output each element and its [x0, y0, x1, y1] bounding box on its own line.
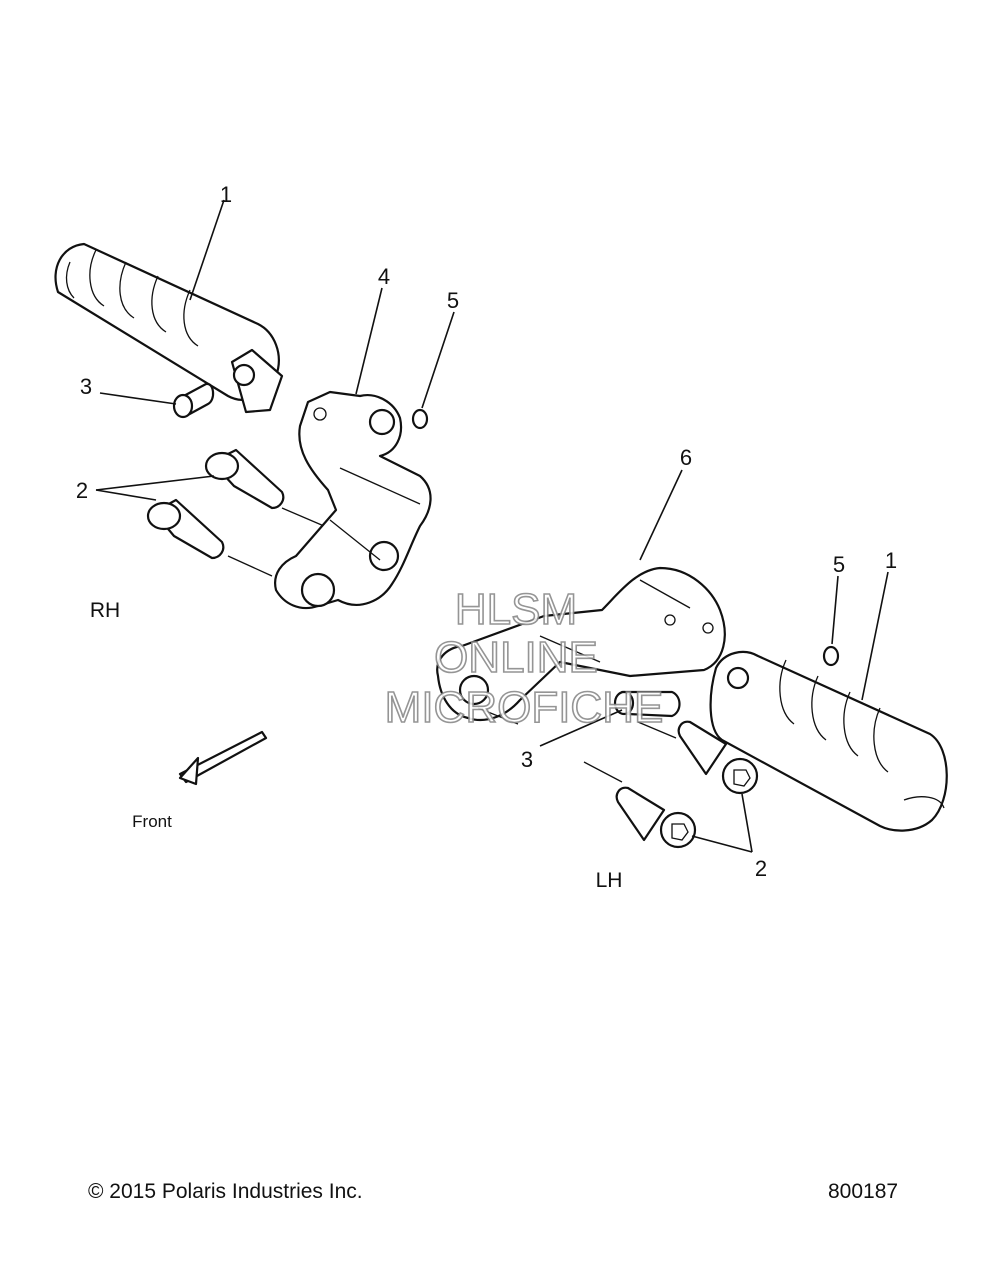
lh-pin[interactable] [613, 690, 681, 718]
lh-bolt-lower-line [583, 761, 623, 783]
lh-bolt-lower[interactable] [615, 786, 697, 849]
front-arrow-icon [178, 730, 268, 786]
rh-pin[interactable] [172, 382, 215, 419]
lh-bolt-leader-b [691, 835, 753, 853]
lh-bolt-upper-line [637, 721, 677, 739]
rh-bolt-lower[interactable] [146, 498, 225, 560]
callout-lh-pin: 3 [521, 747, 533, 772]
callout-rh-bolts: 2 [76, 478, 88, 503]
callout-lh-bolts: 2 [755, 856, 767, 881]
callout-rh-pin: 3 [80, 374, 92, 399]
lh-bolt-upper[interactable] [677, 720, 759, 795]
rh-bolt-lower-leader [227, 555, 273, 577]
lh-bracket-leader [639, 469, 683, 561]
lh-footpeg-leader [861, 571, 889, 701]
rh-bolt-leader-b [95, 489, 157, 501]
callout-lh-bracket: 6 [680, 445, 692, 470]
watermark-line-1: HLSM [455, 585, 577, 634]
front-label: Front [132, 812, 172, 831]
callout-rh-o-ring: 5 [447, 288, 459, 313]
diagram-number: 800187 [828, 1180, 899, 1203]
watermark-line-3: MICROFICHE [385, 683, 664, 732]
side-label-rh: RH [90, 599, 120, 622]
lh-bolt-leader-a [741, 793, 753, 853]
watermark-line-2: ONLINE [434, 633, 598, 682]
callout-lh-o-ring: 5 [833, 552, 845, 577]
rh-footpeg-leader [189, 199, 225, 301]
rh-o-ring-leader [421, 311, 455, 409]
rh-pin-leader [99, 392, 177, 405]
callout-rh-footpeg: 1 [220, 182, 232, 207]
rh-bolt-upper[interactable] [204, 448, 285, 510]
copyright-notice: © 2015 Polaris Industries Inc. [88, 1180, 363, 1203]
lh-o-ring-leader [831, 575, 839, 645]
lh-o-ring[interactable] [822, 645, 840, 667]
lh-bracket-bore-line [477, 707, 519, 725]
lh-footpeg[interactable] [709, 650, 948, 832]
rh-bolt-upper-leader [281, 507, 325, 527]
lh-pin-leader [539, 709, 623, 747]
rh-o-ring[interactable] [411, 408, 429, 430]
callout-rh-bracket: 4 [378, 264, 390, 289]
rh-bracket-leader [355, 287, 383, 395]
lh-bracket[interactable] [436, 566, 726, 722]
rh-footpeg[interactable] [54, 242, 284, 414]
rh-bolt-leader-a [95, 475, 215, 491]
callout-lh-footpeg: 1 [885, 548, 897, 573]
side-label-lh: LH [596, 869, 623, 892]
rh-bracket[interactable] [274, 390, 432, 610]
